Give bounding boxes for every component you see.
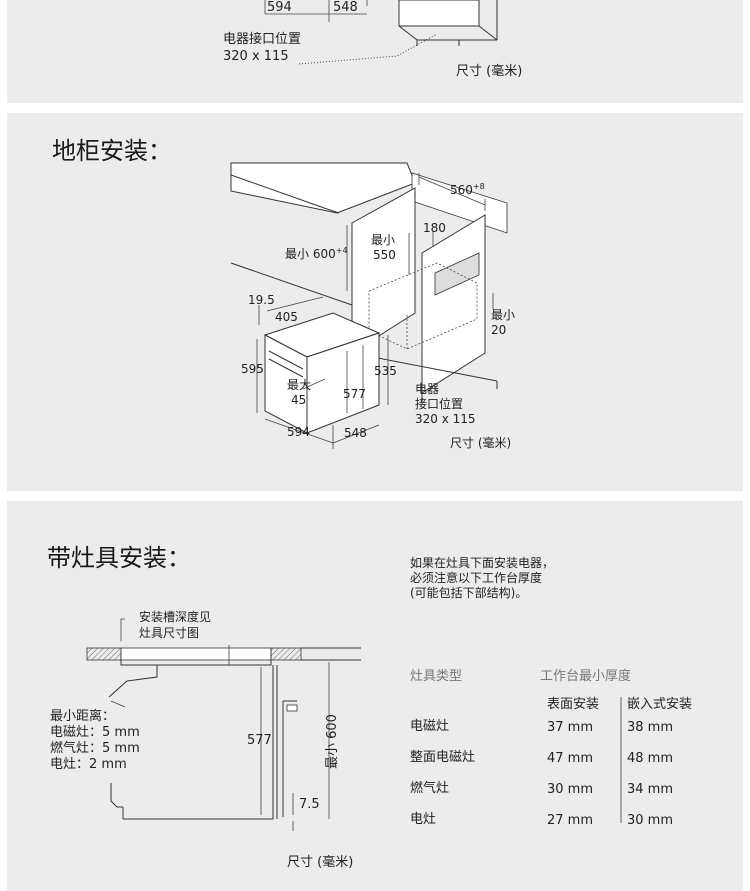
inner-depth-label: 577 — [343, 387, 366, 401]
table-cell-surface: 30 mm — [547, 782, 594, 797]
dim-width-560: 560+8 — [450, 182, 485, 197]
table-col-surface: 表面安装 — [547, 697, 600, 712]
oven-height-label: 595 — [241, 362, 264, 376]
unit-label: 尺寸 (毫米) — [450, 436, 512, 450]
side-gap-label: 19.5 — [248, 293, 275, 307]
min-distance-title: 最小距离： — [50, 709, 116, 724]
socket-size: 320 x 115 — [223, 49, 289, 64]
table-cell-surface: 27 mm — [547, 813, 594, 828]
socket-label: 电器接口位置 — [223, 32, 302, 47]
hob-install-panel: 带灶具安装： — [7, 501, 743, 891]
top-diagram-drawing — [264, 0, 498, 65]
min-depth-label: 最小 — [371, 233, 396, 247]
table-cell-surface: 37 mm — [547, 720, 594, 735]
table-cell-embedded: 38 mm — [627, 720, 674, 735]
min-gap-value: 20 — [491, 323, 507, 337]
unit-label: 尺寸 (毫米) — [456, 64, 523, 79]
table-col-embedded: 嵌入式安装 — [627, 697, 693, 712]
table-cell-embedded: 34 mm — [627, 782, 674, 797]
slot-note-line1: 安装槽深度见 — [139, 610, 212, 624]
min-gap-label: 最小 — [491, 308, 516, 322]
cabinet-install-drawing — [230, 162, 508, 449]
min-depth-value: 550 — [373, 248, 396, 262]
min-height-label: 最小 600 — [325, 714, 340, 769]
back-gap-label: 180 — [423, 221, 446, 235]
cabinet-install-panel: 地柜安装： — [7, 113, 743, 491]
socket-line1: 电器 — [415, 382, 440, 396]
min-distance-item: 电磁灶：5 mm — [50, 725, 140, 740]
table-cell-type: 电磁灶 — [410, 719, 450, 734]
table-cell-embedded: 48 mm — [627, 751, 674, 766]
socket-line2: 接口位置 — [415, 397, 464, 411]
socket-size: 320 x 115 — [415, 412, 476, 426]
table-cell-embedded: 30 mm — [627, 813, 674, 828]
top-diagram-panel: 594 548 电器接口位置 320 x 115 尺寸 (毫米) — [7, 0, 743, 103]
dim-height-600: 最小 600+4 — [285, 246, 348, 261]
table-head-type: 灶具类型 — [410, 669, 463, 684]
cabinet-install-title: 地柜安装： — [52, 137, 172, 165]
cabinet-depth-label: 548 — [344, 426, 367, 440]
hob-install-title: 带灶具安装： — [47, 544, 191, 572]
dim-depth-label: 548 — [333, 0, 358, 15]
bottom-gap-label: 7.5 — [299, 797, 320, 812]
oven-depth-top-label: 405 — [275, 310, 298, 324]
table-cell-type: 燃气灶 — [410, 781, 450, 796]
table-cell-type: 整面电磁灶 — [410, 750, 476, 765]
min-distance-item: 电灶：2 mm — [50, 757, 127, 772]
unit-label: 尺寸 (毫米) — [287, 855, 354, 870]
table-cell-surface: 47 mm — [547, 751, 594, 766]
note-line1: 如果在灶具下面安装电器， — [410, 556, 555, 570]
inner-height-label: 577 — [247, 733, 272, 748]
slot-note-line2: 灶具尺寸图 — [139, 626, 200, 640]
dim-width-label: 594 — [267, 0, 292, 15]
max-value: 45 — [291, 393, 307, 407]
oven-width-label: 594 — [287, 425, 310, 439]
note-line2: 必须注意以下工作台厚度 — [410, 571, 543, 585]
cabinet-height-label: 535 — [374, 364, 397, 378]
table-cell-type: 电灶 — [410, 812, 437, 827]
hob-install-drawing — [86, 618, 622, 831]
min-distance-item: 燃气灶：5 mm — [50, 741, 140, 756]
table-head-min: 工作台最小厚度 — [540, 669, 632, 684]
note-line3: (可能包括下部结构)。 — [410, 586, 528, 600]
max-label: 最大 — [287, 378, 312, 392]
